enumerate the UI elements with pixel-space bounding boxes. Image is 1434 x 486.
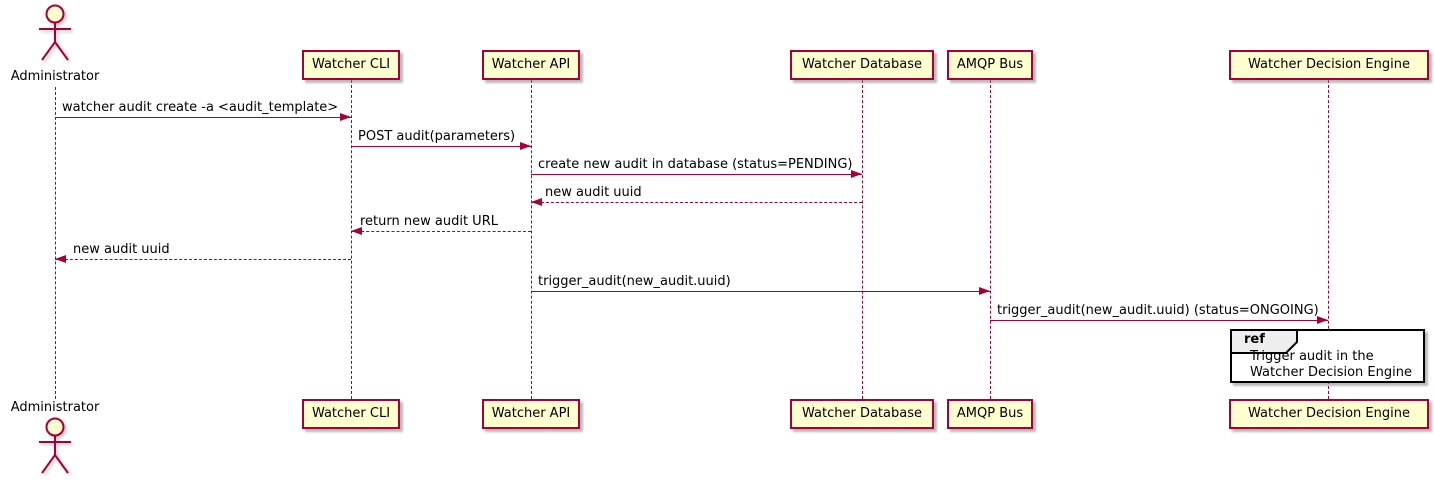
message-line: [531, 202, 862, 203]
participant-watcher-decision-engine-top: Watcher Decision Engine: [1229, 50, 1429, 80]
message-line: [990, 320, 1328, 321]
participant-watcher-api-bottom: Watcher API: [482, 399, 580, 429]
arrowhead-icon: [531, 198, 542, 206]
actor-label-administrator-top: Administrator: [10, 69, 100, 84]
participant-amqp-bus-bottom: AMQP Bus: [947, 399, 1033, 429]
administrator-actor-icon: [39, 4, 71, 61]
participant-watcher-api-top: Watcher API: [482, 50, 580, 80]
lifeline-watcher-cli: [350, 80, 352, 399]
participant-amqp-bus-top: AMQP Bus: [947, 50, 1033, 80]
message-line: [55, 117, 351, 118]
message-line: [55, 259, 351, 260]
arrowhead-icon: [55, 255, 66, 263]
arrowhead-icon: [979, 287, 990, 295]
lifeline-amqp-bus: [989, 80, 991, 399]
lifeline-watcher-database: [861, 80, 863, 399]
participant-watcher-cli-top: Watcher CLI: [302, 50, 400, 80]
message-label: watcher audit create -a <audit_template>: [62, 100, 339, 115]
message-line: [531, 291, 990, 292]
message-label: new audit uuid: [545, 185, 642, 200]
ref-text-line: Trigger audit in the: [1250, 349, 1374, 364]
participant-watcher-cli-bottom: Watcher CLI: [302, 399, 400, 429]
participant-watcher-database-bottom: Watcher Database: [790, 399, 934, 429]
message-label: POST audit(parameters): [358, 129, 516, 144]
arrowhead-icon: [340, 113, 351, 121]
arrowhead-icon: [351, 227, 362, 235]
message-line: [531, 174, 862, 175]
ref-keyword: ref: [1244, 332, 1265, 347]
ref-tag-shape: [1230, 329, 1298, 354]
message-line: [351, 146, 531, 147]
arrowhead-icon: [520, 142, 531, 150]
ref-text-line: Watcher Decision Engine: [1250, 365, 1412, 380]
lifeline-watcher-api: [530, 80, 532, 399]
message-label: trigger_audit(new_audit.uuid) (status=ON…: [997, 303, 1319, 318]
message-label: return new audit URL: [360, 214, 498, 229]
administrator-actor-icon-bottom: [39, 417, 71, 474]
actor-label-administrator-bottom: Administrator: [10, 400, 100, 415]
participant-watcher-decision-engine-bottom: Watcher Decision Engine: [1229, 399, 1429, 429]
ref-fragment: ref Trigger audit in the Watcher Decisio…: [1230, 329, 1425, 383]
message-label: create new audit in database (status=PEN…: [538, 157, 853, 172]
participant-watcher-database-top: Watcher Database: [790, 50, 934, 80]
message-line: [351, 231, 531, 232]
arrowhead-icon: [851, 170, 862, 178]
arrowhead-icon: [1317, 316, 1328, 324]
message-label: new audit uuid: [73, 242, 170, 257]
lifeline-watcher-decision-engine: [1327, 80, 1329, 399]
message-label: trigger_audit(new_audit.uuid): [538, 274, 731, 289]
lifeline-administrator: [54, 87, 56, 399]
